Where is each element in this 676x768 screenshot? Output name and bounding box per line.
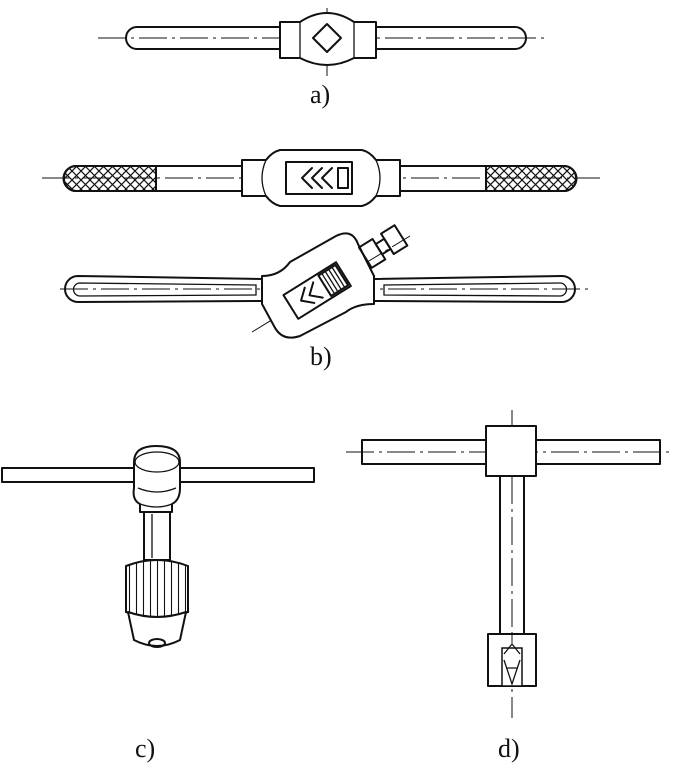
wrench-b-v-jaws <box>301 167 333 189</box>
wrench-b-knurled-grip-left <box>62 165 157 192</box>
wrench-a-center-body <box>279 12 377 66</box>
wrench-d-hub <box>485 425 537 477</box>
wrench-b-lower-left-arm <box>64 275 265 303</box>
wrench-c-shank <box>143 511 171 561</box>
wrench-d <box>346 410 674 718</box>
wrench-d-tap-end <box>503 642 521 687</box>
wrench-b-movable-jaw <box>337 167 349 189</box>
caption-b: b) <box>310 342 332 371</box>
caption-a: a) <box>310 80 330 109</box>
wrench-a-square-hole <box>312 23 342 53</box>
wrench-c-chuck-bore <box>148 638 166 648</box>
wrench-b-lower-die-slot <box>282 261 352 320</box>
wrench-c-chuck-nose <box>127 611 187 647</box>
wrench-b-angled <box>60 224 588 339</box>
wrench-b-knurled-grip-right <box>485 165 578 192</box>
caption-d: d) <box>498 734 520 763</box>
caption-c: c) <box>135 734 155 763</box>
wrench-b-die-slot <box>285 161 353 195</box>
wrench-b-lower-right-arm <box>373 275 576 303</box>
wrench-a <box>98 8 548 76</box>
wrench-c-head <box>132 445 181 513</box>
wrench-c-knurled-chuck <box>125 559 189 618</box>
wrench-b-straight <box>42 149 600 207</box>
wrench-c <box>1 445 315 648</box>
